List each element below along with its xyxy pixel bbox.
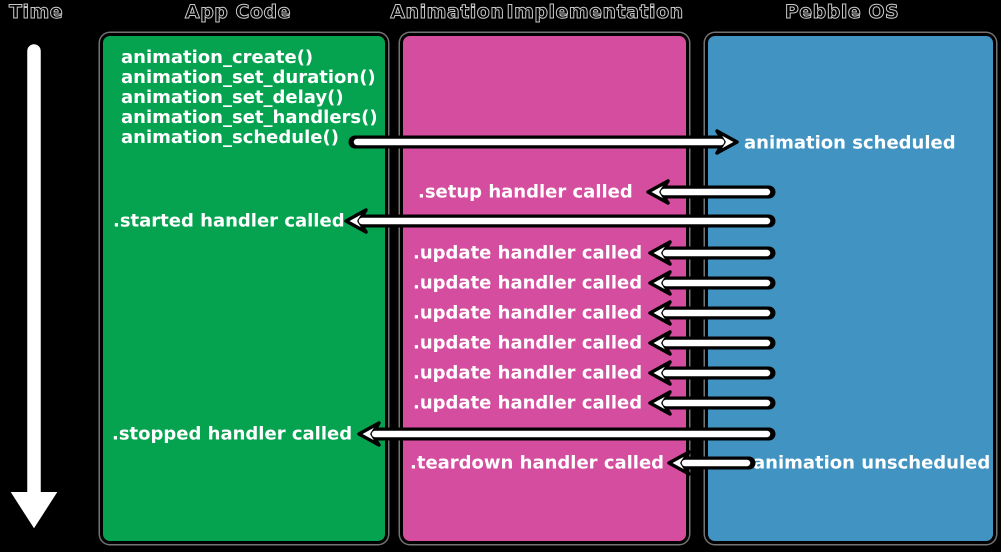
label-stopped-handler: .stopped handler called <box>112 423 353 445</box>
label-animation-unscheduled: animation unscheduled <box>753 452 991 474</box>
time-header: Time <box>8 1 64 24</box>
app-code-header: App Code <box>184 1 292 24</box>
pebble-os-header: Pebble OS <box>784 1 900 24</box>
animation-implementation-header: Animation Implementation <box>390 1 684 24</box>
label-update-handler-3: .update handler called <box>413 302 643 324</box>
api-call-line: animation_set_duration() <box>121 67 376 88</box>
api-call-list: animation_create()animation_set_duration… <box>121 48 378 148</box>
label-animation-scheduled: animation scheduled <box>744 132 956 154</box>
label-update-handler-2: .update handler called <box>413 272 643 294</box>
label-update-handler-1: .update handler called <box>413 242 643 264</box>
label-update-handler-6: .update handler called <box>413 392 643 414</box>
app-code-box: animation_create()animation_set_duration… <box>100 33 388 544</box>
api-call-line: animation_set_handlers() <box>121 107 378 128</box>
api-call-line: animation_set_delay() <box>121 87 344 108</box>
animation-implementation-box <box>400 33 689 544</box>
label-update-handler-4: .update handler called <box>413 332 643 354</box>
label-started-handler: .started handler called <box>113 210 345 232</box>
label-update-handler-5: .update handler called <box>413 362 643 384</box>
label-setup-handler: .setup handler called <box>418 181 633 203</box>
api-call-line: animation_create() <box>121 47 314 68</box>
label-teardown-handler: .teardown handler called <box>410 452 665 474</box>
api-call-line: animation_schedule() <box>121 127 339 148</box>
time-arrow <box>5 41 63 534</box>
